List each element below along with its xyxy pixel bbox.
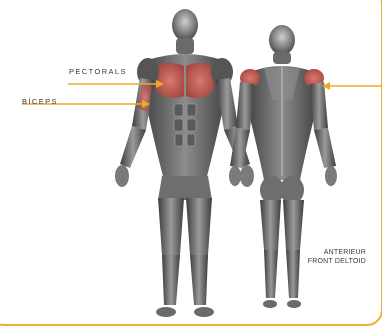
back-thigh-left (283, 200, 304, 250)
back-foot-left (287, 300, 301, 308)
front-head (172, 9, 198, 41)
front-shin-left (190, 255, 208, 305)
front-foot-left (194, 307, 214, 317)
pectorals-muscle (156, 63, 184, 98)
front-hips (158, 176, 212, 200)
back-foot-right (263, 300, 277, 308)
front-neck (176, 38, 194, 54)
front-deltoid-label-line2: FRONT DELTOID (308, 257, 366, 266)
front-thigh-left (186, 198, 212, 255)
front-thigh-right (158, 198, 184, 255)
biceps-label: BÍCEPS (22, 97, 58, 106)
front-shin-right (162, 255, 180, 305)
back-glute (280, 176, 304, 204)
back-thigh-right (260, 200, 281, 250)
front-hand-right (115, 165, 129, 187)
back-forearm-left (314, 128, 336, 168)
front-forearm-right (120, 126, 146, 168)
back-neck (273, 52, 291, 64)
front-deltoid-label: ANTERIEUR FRONT DELTOID (308, 248, 366, 267)
pectorals-muscle (186, 63, 214, 98)
front-hand-left (240, 165, 254, 187)
front-foot-right (156, 307, 176, 317)
front-deltoid-arrow (322, 82, 382, 90)
back-hand-left (325, 166, 337, 186)
back-calf-left (286, 250, 300, 298)
pectorals-label: PECTORALS (69, 67, 127, 76)
back-hand-right (229, 166, 241, 186)
back-head (269, 25, 295, 55)
front-deltoid-label-line1: ANTERIEUR (308, 248, 366, 257)
back-calf-right (264, 250, 278, 298)
